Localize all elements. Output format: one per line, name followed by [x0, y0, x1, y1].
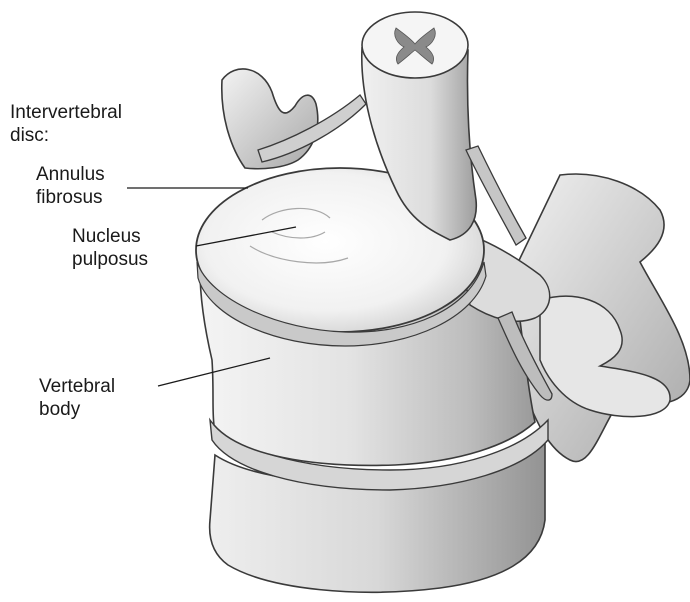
label-annulus-2: fibrosus: [36, 186, 103, 209]
label-vertebral-body-2: body: [39, 398, 80, 421]
label-nucleus-2: pulposus: [72, 248, 148, 271]
label-intervertebral-heading-1: Intervertebral: [10, 101, 122, 124]
label-vertebral-body-1: Vertebral: [39, 375, 115, 398]
label-nucleus-1: Nucleus: [72, 225, 141, 248]
label-intervertebral-heading-2: disc:: [10, 124, 49, 147]
label-annulus-1: Annulus: [36, 163, 105, 186]
